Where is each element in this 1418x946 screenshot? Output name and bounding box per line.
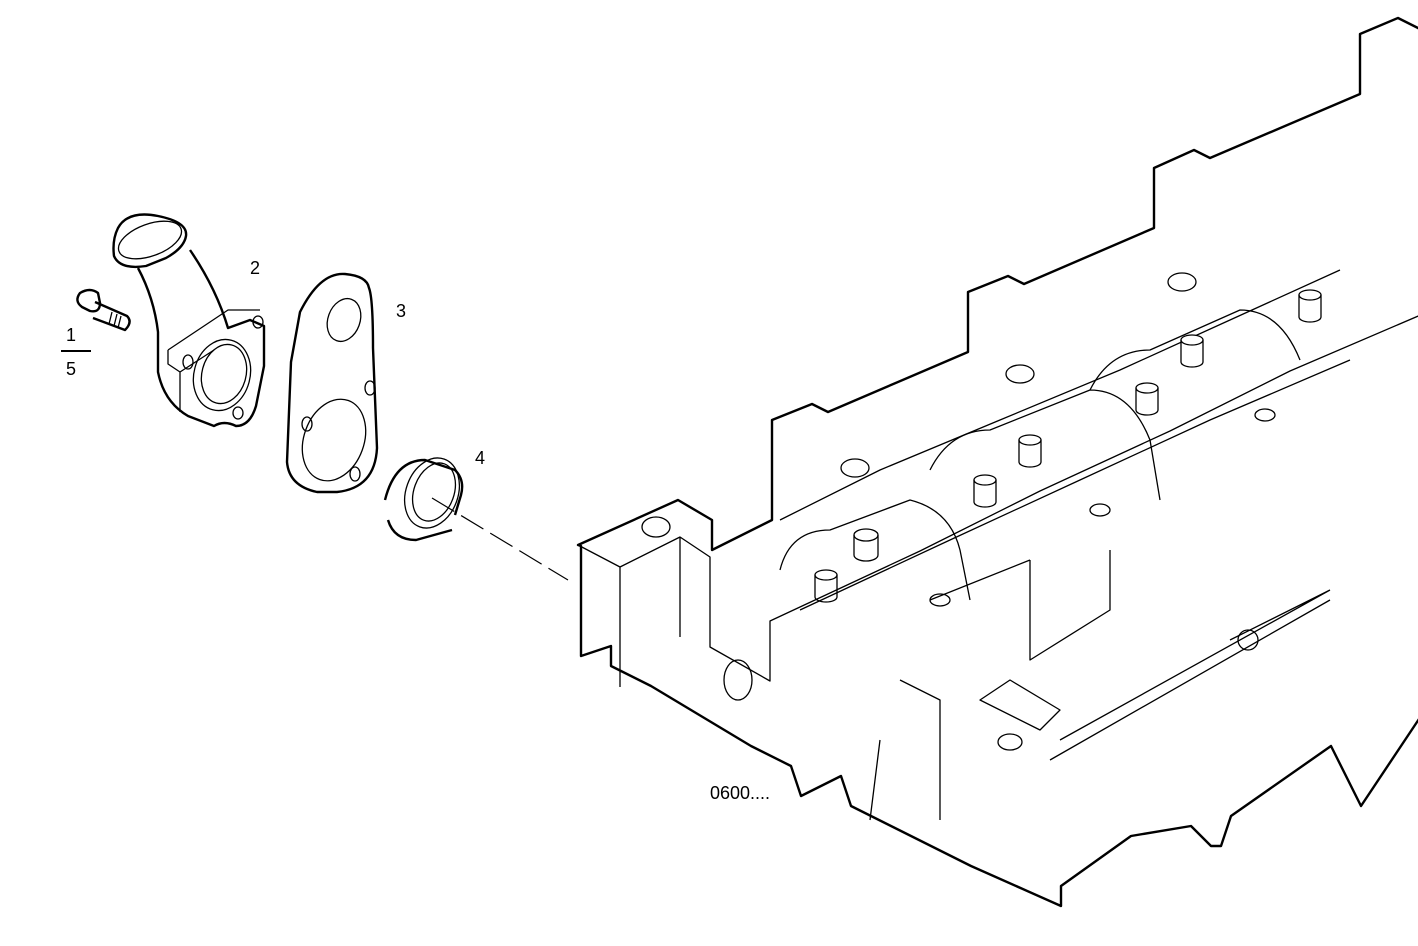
- callout-5: 5: [66, 359, 77, 379]
- cylinder-head-assembly: [576, 16, 1418, 908]
- bolt-holes: [641, 272, 1276, 751]
- callout-1: 1: [66, 325, 77, 345]
- gasket-part: [285, 272, 379, 494]
- callout-4: 4: [475, 448, 486, 468]
- bolt-part: [76, 288, 131, 332]
- valve-guides: [814, 289, 1322, 603]
- seal-ring-part: [383, 457, 464, 542]
- callout-3: 3: [396, 301, 407, 321]
- assembly-axis-line: [431, 497, 569, 581]
- fraction-divider: [61, 350, 91, 352]
- callout-2: 2: [250, 258, 261, 278]
- elbow-part: [112, 213, 266, 428]
- assembly-reference-label: 0600....: [710, 783, 771, 803]
